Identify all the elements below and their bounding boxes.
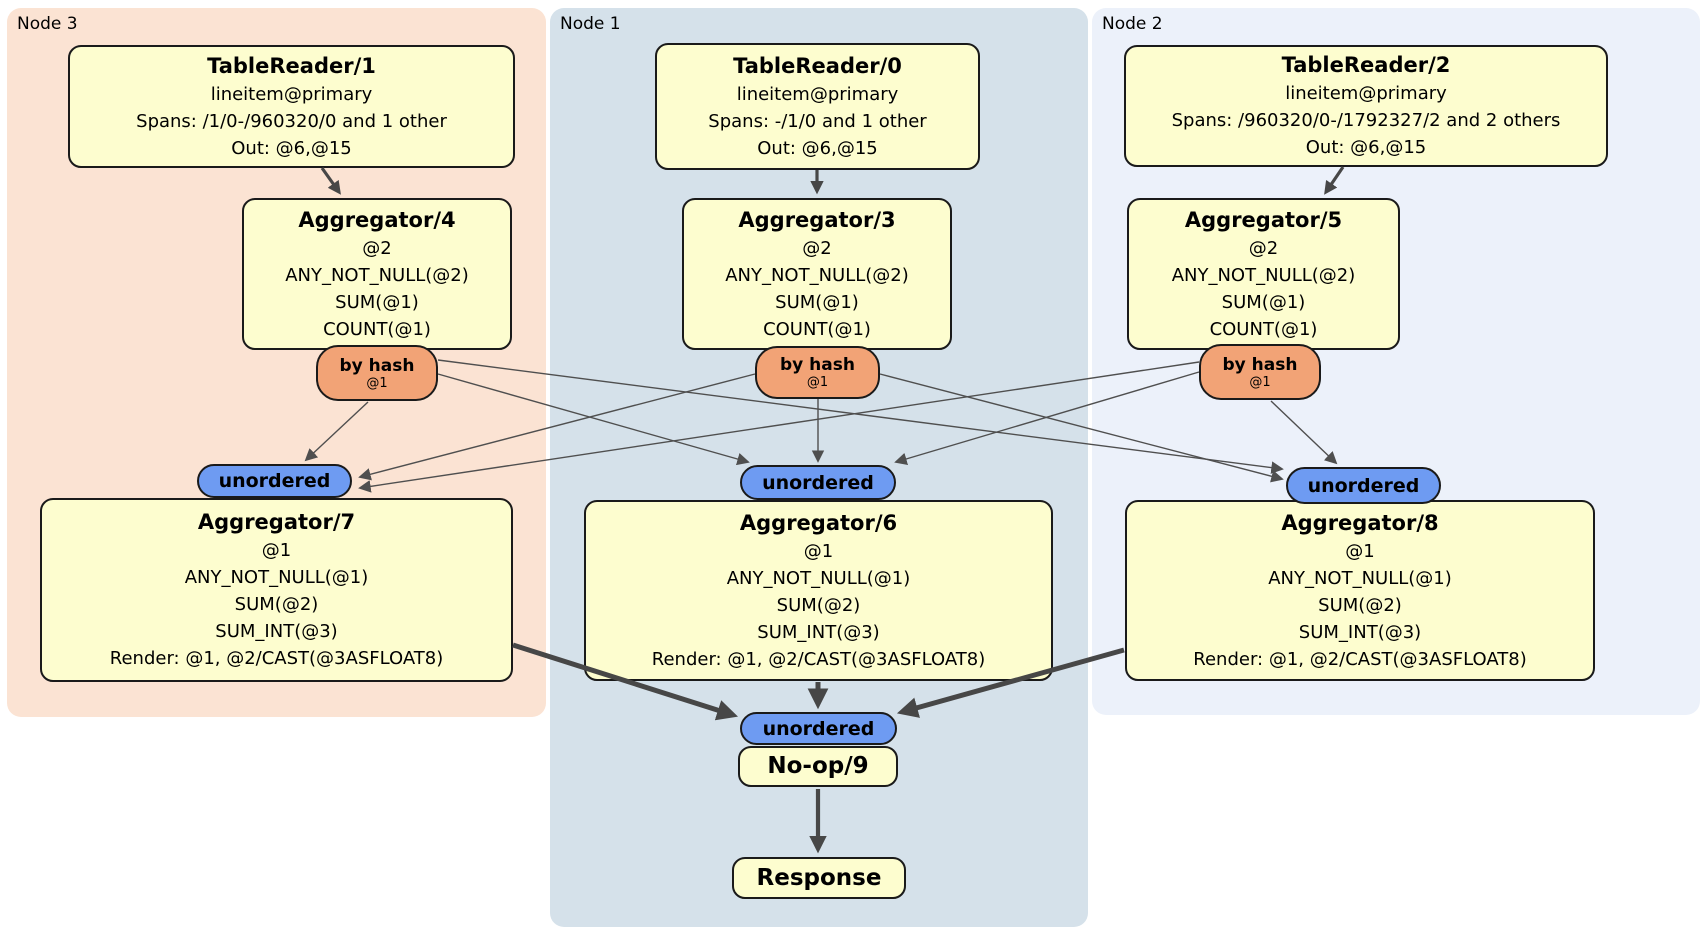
processor-tablereader-1: TableReader/1 lineitem@primary Spans: /1… [68,45,515,168]
unordered-sync-node2: unordered [1286,467,1441,504]
processor-detail: Spans: /960320/0-/1792327/2 and 2 others [1171,110,1561,131]
processor-detail: SUM(@2) [776,594,861,616]
processor-title: TableReader/1 [207,53,376,78]
processor-aggregator-6: Aggregator/6 @1 ANY_NOT_NULL(@1) SUM(@2)… [584,500,1053,681]
processor-detail: SUM_INT(@3) [1298,621,1422,643]
processor-detail: Out: @6,@15 [1305,137,1427,158]
processor-detail: Spans: -/1/0 and 1 other [708,110,927,132]
processor-title: Aggregator/4 [298,207,456,232]
processor-title: Aggregator/6 [739,510,898,535]
processor-detail: Out: @6,@15 [757,137,878,159]
processor-title: Aggregator/3 [738,207,896,232]
processor-detail: SUM(@2) [1318,594,1402,616]
router-label: by hash [780,355,855,375]
processor-detail: @2 [802,237,832,259]
response-node: Response [732,857,906,899]
hash-router-node1: by hash @1 [755,346,880,399]
processor-detail: SUM(@2) [234,594,319,615]
processor-detail: Render: @1, @2/CAST(@3ASFLOAT8) [1193,648,1527,670]
region-node-3-label: Node 3 [17,14,78,34]
router-detail: @1 [366,375,388,391]
processor-title: No-op/9 [767,753,869,779]
processor-detail: COUNT(@1) [1209,318,1318,340]
processor-detail: ANY_NOT_NULL(@1) [726,567,911,589]
processor-detail: SUM_INT(@3) [215,621,338,642]
processor-title: TableReader/2 [1281,53,1451,77]
processor-detail: COUNT(@1) [763,318,871,340]
processor-detail: SUM(@1) [335,291,419,313]
processor-detail: @1 [261,540,292,561]
hash-router-node2: by hash @1 [1199,344,1321,400]
router-label: by hash [1222,354,1298,375]
processor-detail: ANY_NOT_NULL(@1) [184,567,369,588]
processor-title: TableReader/0 [733,53,902,78]
sync-label: unordered [762,717,875,740]
processor-detail: Spans: /1/0-/960320/0 and 1 other [136,110,447,132]
processor-detail: lineitem@primary [210,83,373,105]
processor-title: Response [756,864,882,891]
processor-detail: SUM(@1) [1221,291,1306,313]
processor-tablereader-0: TableReader/0 lineitem@primary Spans: -/… [655,43,980,170]
router-detail: @1 [1249,374,1271,390]
processor-title: Aggregator/8 [1281,510,1439,535]
region-node-2-label: Node 2 [1102,14,1163,34]
processor-detail: Render: @1, @2/CAST(@3ASFLOAT8) [651,648,986,670]
processor-title: Aggregator/7 [197,510,356,534]
processor-title: Aggregator/5 [1184,207,1343,232]
processor-detail: @2 [362,237,392,259]
processor-detail: ANY_NOT_NULL(@2) [725,264,909,286]
unordered-sync-final: unordered [740,712,897,745]
processor-aggregator-5: Aggregator/5 @2 ANY_NOT_NULL(@2) SUM(@1)… [1127,198,1400,350]
processor-aggregator-7: Aggregator/7 @1 ANY_NOT_NULL(@1) SUM(@2)… [40,498,513,682]
processor-detail: @2 [1248,237,1279,259]
router-label: by hash [339,355,415,376]
processor-tablereader-2: TableReader/2 lineitem@primary Spans: /9… [1124,45,1608,167]
processor-detail: Render: @1, @2/CAST(@3ASFLOAT8) [109,648,444,669]
processor-detail: @1 [803,540,834,562]
processor-detail: ANY_NOT_NULL(@2) [1171,264,1356,286]
processor-detail: @1 [1345,540,1375,562]
processor-aggregator-8: Aggregator/8 @1 ANY_NOT_NULL(@1) SUM(@2)… [1125,500,1595,681]
region-node-1-label: Node 1 [560,14,621,34]
sync-label: unordered [218,470,331,492]
processor-detail: SUM(@1) [775,291,859,313]
sync-label: unordered [762,471,874,494]
processor-noop-9: No-op/9 [738,746,898,787]
unordered-sync-node3: unordered [197,464,352,498]
processor-detail: Out: @6,@15 [231,137,352,159]
processor-detail: lineitem@primary [1285,83,1447,104]
processor-aggregator-4: Aggregator/4 @2 ANY_NOT_NULL(@2) SUM(@1)… [242,198,512,350]
processor-detail: lineitem@primary [736,83,899,105]
unordered-sync-node1: unordered [740,465,896,500]
processor-detail: COUNT(@1) [323,318,431,340]
processor-aggregator-3: Aggregator/3 @2 ANY_NOT_NULL(@2) SUM(@1)… [682,198,952,350]
hash-router-node3: by hash @1 [316,345,438,401]
processor-detail: ANY_NOT_NULL(@2) [285,264,469,286]
processor-detail: SUM_INT(@3) [757,621,880,643]
router-detail: @1 [806,375,829,390]
sync-label: unordered [1307,474,1420,497]
processor-detail: ANY_NOT_NULL(@1) [1268,567,1452,589]
